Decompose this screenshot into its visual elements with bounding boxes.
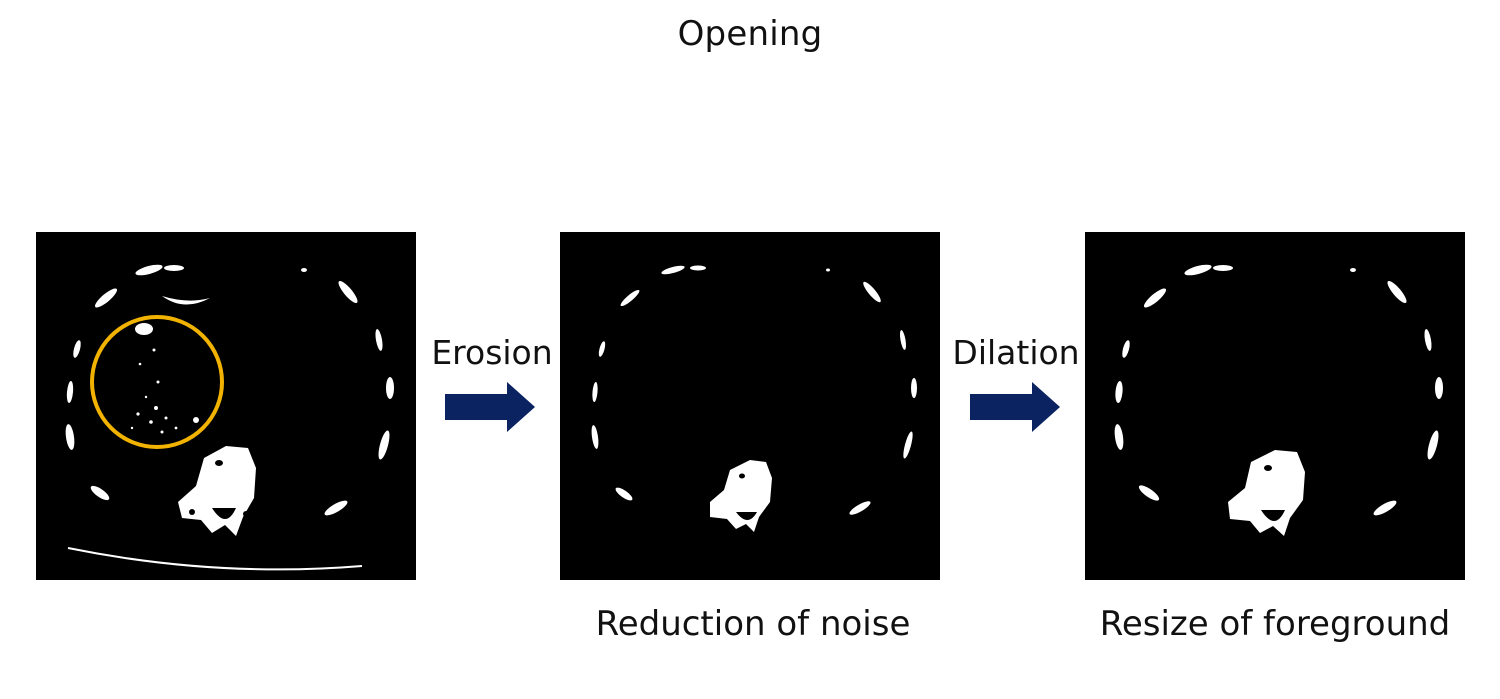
dilated-image [1085, 232, 1465, 580]
eroded-image [560, 232, 940, 580]
eroded-caption: Reduction of noise [595, 604, 911, 644]
erosion-label: Erosion [431, 333, 553, 372]
figure-title: Opening [677, 14, 823, 54]
dilation-arrow-icon [970, 382, 1060, 432]
noise-highlight-circle [90, 315, 224, 449]
original-binary-image [36, 232, 416, 580]
dilated-caption: Resize of foreground [1099, 604, 1451, 644]
dilation-label: Dilation [952, 333, 1080, 372]
erosion-arrow-icon [445, 382, 535, 432]
